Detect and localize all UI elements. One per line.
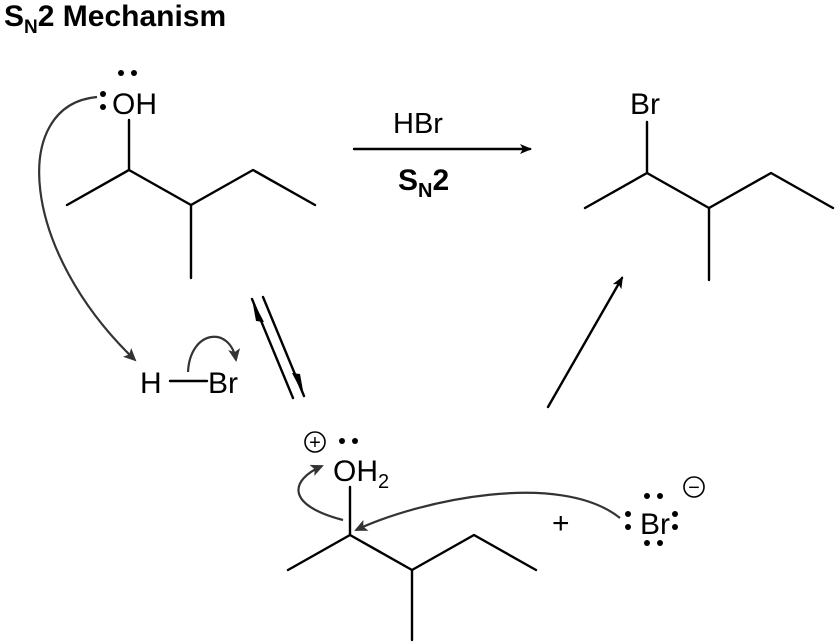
diagram-title: SN2 Mechanism: [4, 0, 226, 38]
title-n-subscript: N: [24, 17, 38, 38]
curly-arrows: [38, 95, 621, 531]
bromide-negative-charge: −: [683, 476, 705, 499]
reactant-oh-label: OH: [112, 88, 157, 121]
bromide-nucleophile: Br −: [625, 476, 705, 546]
acid-br-label: Br: [208, 367, 238, 400]
svg-text:−: −: [688, 477, 700, 499]
bromide-br-label: Br: [640, 508, 670, 541]
curly-arrow-oh-to-h: [38, 95, 137, 362]
product-formation-arrow: [546, 276, 624, 409]
acid-h-label: H: [140, 367, 162, 400]
reactant-molecule: OH: [65, 70, 317, 280]
equilibrium-arrows: [250, 295, 306, 400]
reaction-arrow-group: HBr SN2: [352, 108, 532, 202]
intermediate-skeleton: [286, 533, 538, 572]
plus-sign: +: [552, 507, 570, 540]
oxonium-intermediate: OH2 +: [286, 431, 538, 642]
reagent-hbr: HBr: [393, 108, 443, 140]
product-molecule: Br: [583, 88, 835, 282]
intermediate-oxygen-lone-pair: [339, 438, 358, 444]
title-s: S: [4, 0, 24, 33]
reactant-skeleton: [65, 168, 317, 207]
title-rest: 2 Mechanism: [38, 0, 226, 33]
bromide-lone-pairs: [625, 493, 678, 546]
intermediate-positive-charge: +: [304, 431, 326, 454]
reactant-oxygen-lone-pairs: [100, 70, 137, 110]
curly-arrow-hbr-to-br: [186, 335, 241, 373]
product-br-label: Br: [630, 88, 660, 121]
product-skeleton: [583, 171, 835, 210]
hbr-acid: H Br: [140, 367, 238, 400]
svg-text:+: +: [309, 432, 321, 454]
curly-arrow-co-to-o: [297, 464, 344, 522]
intermediate-oh2-label: OH2: [333, 455, 389, 493]
curly-arrow-br-to-c: [354, 491, 621, 531]
reagent-condition: SN2: [398, 164, 449, 202]
